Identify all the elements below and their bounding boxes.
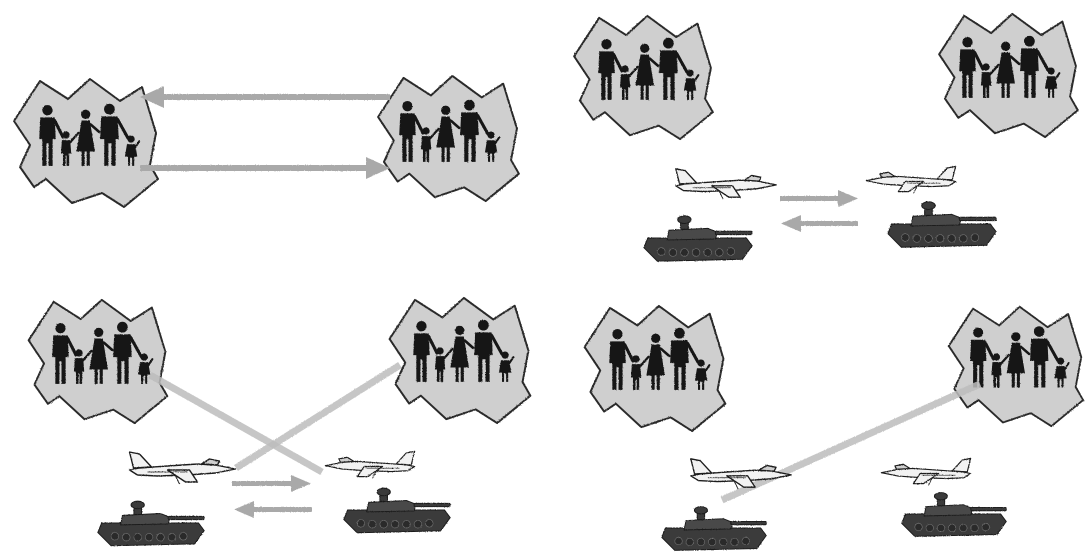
territory-right [390, 298, 531, 423]
territory-right [378, 76, 519, 201]
territory-left [14, 79, 158, 207]
tank-icon [98, 501, 204, 546]
strike-line [236, 365, 400, 468]
fighter-jet-icon [130, 452, 236, 484]
exchange-arrow-right [140, 157, 390, 179]
exchange-arrow-left [781, 215, 858, 232]
tank-icon [644, 216, 752, 261]
fighter-jet-icon [325, 451, 414, 478]
exchange-arrow-right [780, 190, 858, 207]
strike-line [722, 384, 980, 500]
panel-a [14, 76, 519, 207]
strike-line [150, 375, 322, 472]
exchange-arrow-right [232, 475, 311, 492]
territory-left [585, 306, 726, 431]
territory-right [939, 14, 1078, 137]
exchange-arrow-left [234, 501, 312, 518]
panel-b [574, 14, 1078, 261]
tank-icon [344, 488, 450, 533]
fighter-jet-icon [676, 169, 776, 199]
fighter-jet-icon [691, 459, 791, 489]
exchange-arrow-left [140, 86, 390, 108]
territory-left [574, 16, 713, 139]
tank-icon [888, 202, 996, 247]
territory-right [949, 307, 1083, 426]
territory-left [29, 300, 168, 423]
tank-icon [902, 493, 1007, 537]
panel-c [29, 298, 531, 546]
fighter-jet-icon [866, 166, 955, 193]
tank-icon [662, 507, 767, 551]
panel-d [585, 306, 1084, 550]
fighter-jet-icon [881, 458, 970, 485]
